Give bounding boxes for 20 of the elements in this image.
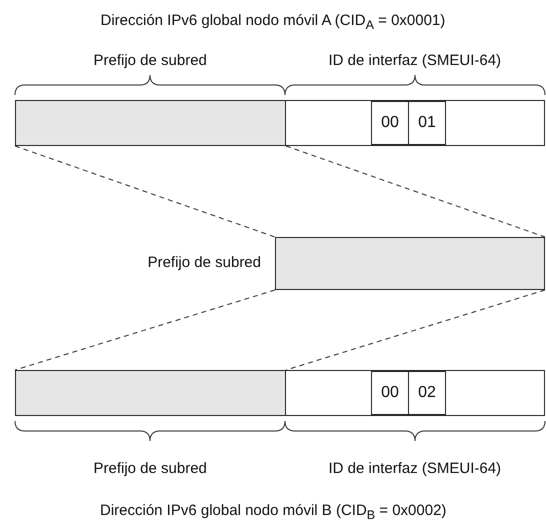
address-segment [15,370,286,416]
projection-line [286,290,546,370]
byte-cell: 02 [408,371,446,415]
projection-line [14,146,276,238]
diagram-caption: Dirección IPv6 global nodo móvil B (CID$_{B}$ = 0x0002) [100,502,446,522]
address-segment [285,100,545,146]
field-label: ID de interfaz (SMEUI-64) [328,460,502,477]
byte-cell: 00 [371,101,409,145]
field-label: Prefijo de subred [94,52,207,69]
field-label: ID de interfaz (SMEUI-64) [328,52,502,69]
projection-line [14,290,276,370]
projection-line [286,146,546,238]
byte-cell: 01 [408,101,446,145]
byte-cell: 00 [371,371,409,415]
diagram-title: Dirección IPv6 global nodo móvil A (CID$_{A}$ = 0x0001) [100,12,446,32]
address-segment [275,237,545,290]
address-segment [15,100,286,146]
segment-caption: Prefijo de subred [148,254,261,270]
address-segment [285,370,545,416]
field-label: Prefijo de subred [94,460,207,477]
